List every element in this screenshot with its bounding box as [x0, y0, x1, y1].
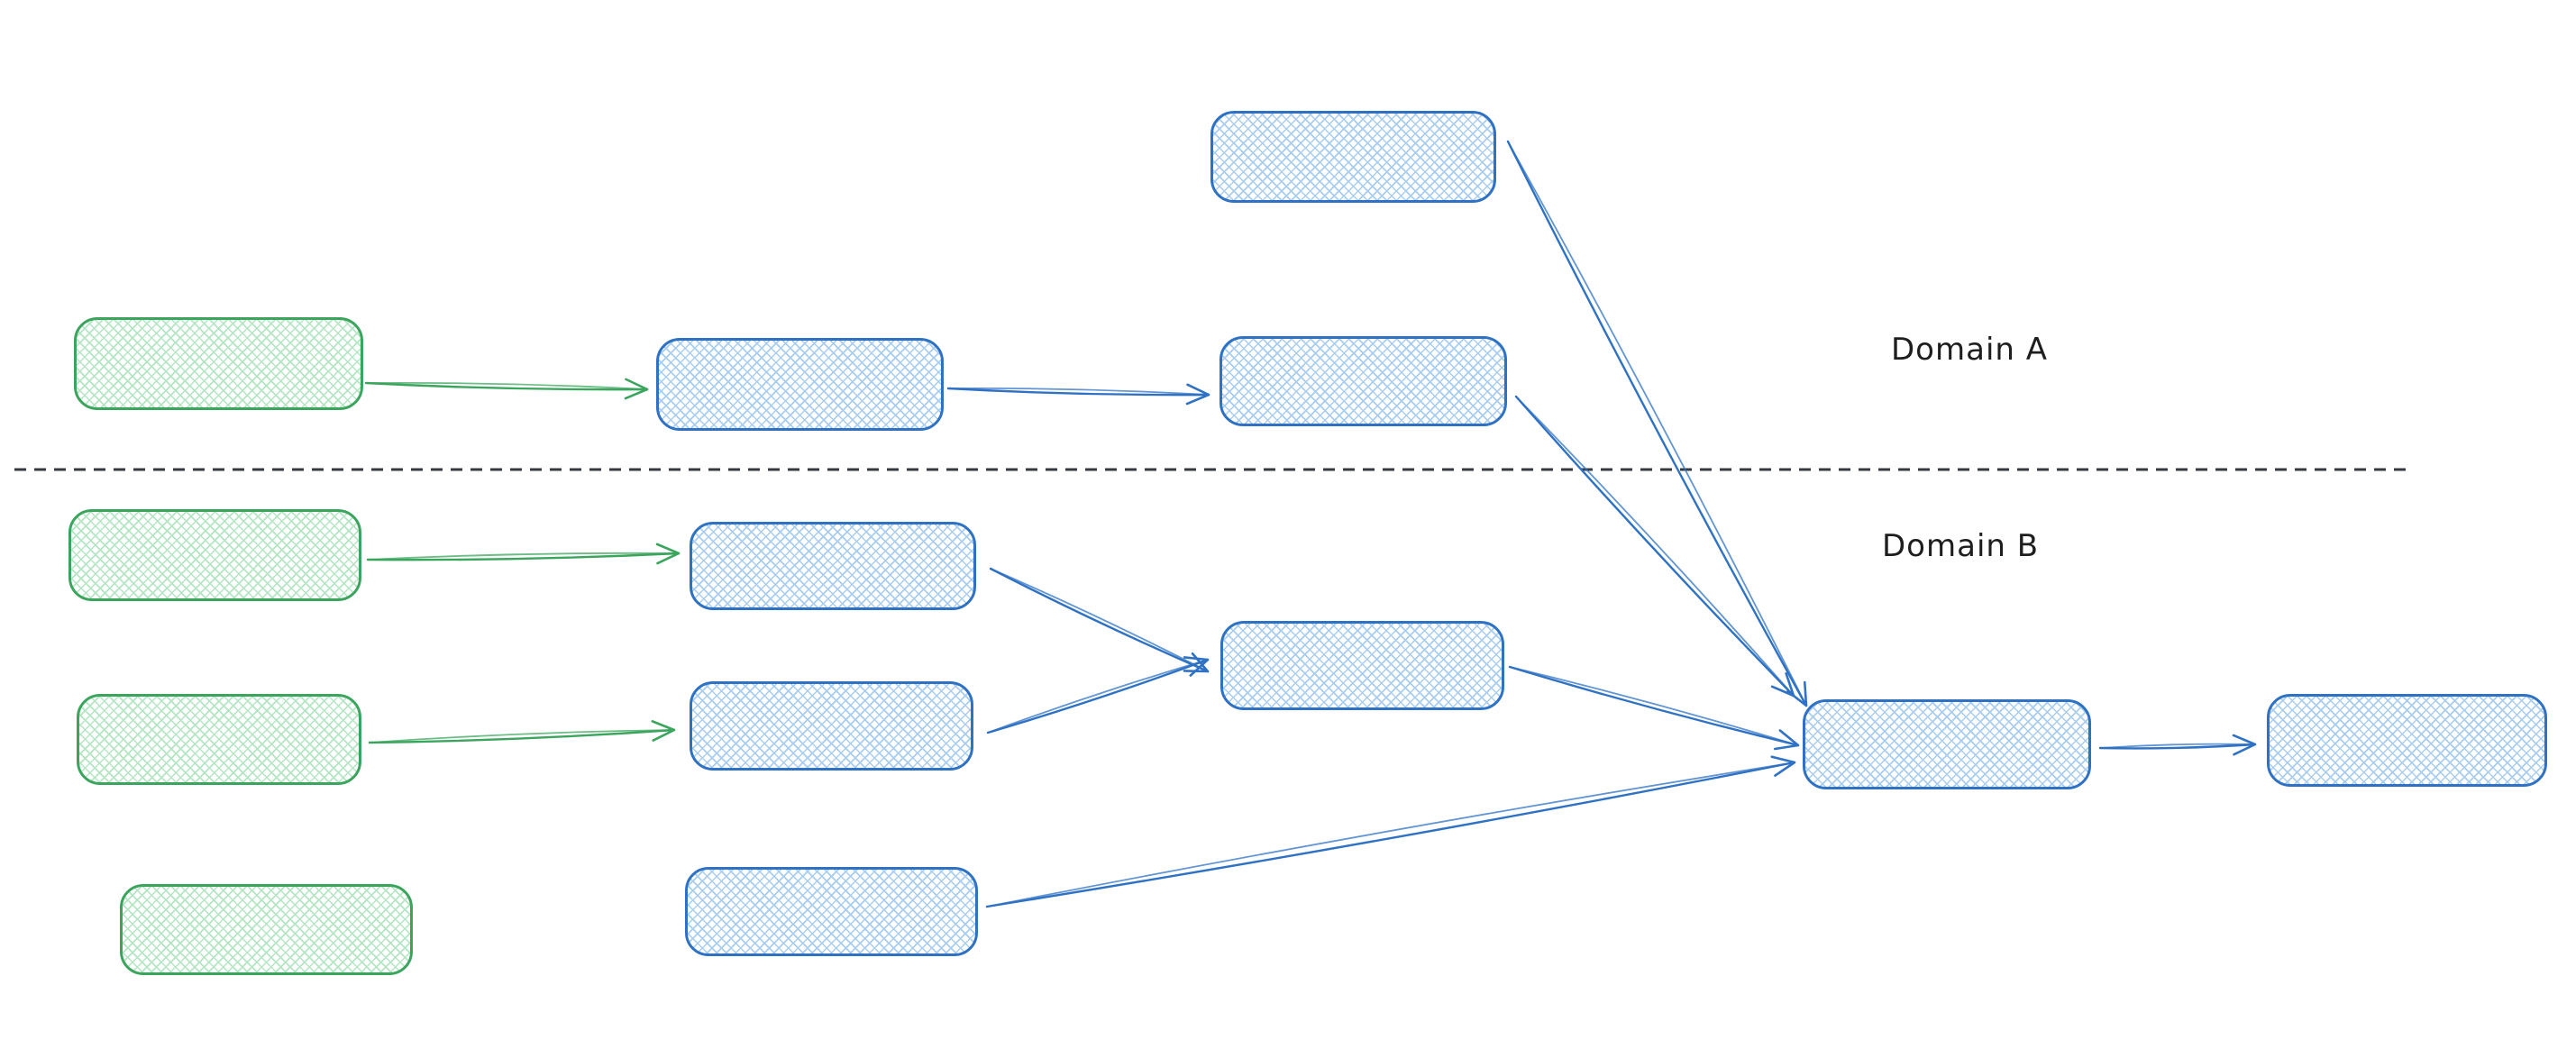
box-green-b3 [120, 884, 413, 975]
box-green-a [74, 317, 363, 410]
arrow-green-b1-to-blue-b1 [366, 543, 681, 565]
domain-a-label: Domain A [1891, 332, 2048, 368]
arrow-blue-b3-to-merge [985, 755, 1796, 908]
box-blue-b2 [690, 681, 973, 771]
arrow-blue-b1-to-junction [989, 567, 1210, 673]
arrow-blue-a1-to-blue-a2 [946, 383, 1210, 406]
box-merge [1803, 699, 2091, 789]
box-junction [1220, 621, 1504, 710]
box-green-b1 [69, 509, 361, 601]
box-final [2267, 694, 2547, 787]
arrow-merge-to-final [2098, 734, 2257, 756]
box-top [1210, 111, 1496, 203]
arrow-junction-to-merge [1508, 665, 1800, 751]
box-green-b2 [77, 694, 361, 785]
arrow-green-a-to-blue-a1 [364, 378, 649, 400]
box-blue-b1 [690, 522, 976, 610]
box-blue-a2 [1219, 336, 1507, 426]
arrow-top-box-to-merge [1506, 140, 1808, 707]
box-blue-a1 [656, 338, 944, 431]
arrow-blue-a2-to-merge [1514, 395, 1795, 698]
arrow-blue-b2-to-junction [986, 656, 1210, 734]
domain-b-label: Domain B [1882, 528, 2040, 564]
arrow-green-b2-to-blue-b2 [368, 720, 676, 744]
box-blue-b3 [685, 867, 978, 956]
